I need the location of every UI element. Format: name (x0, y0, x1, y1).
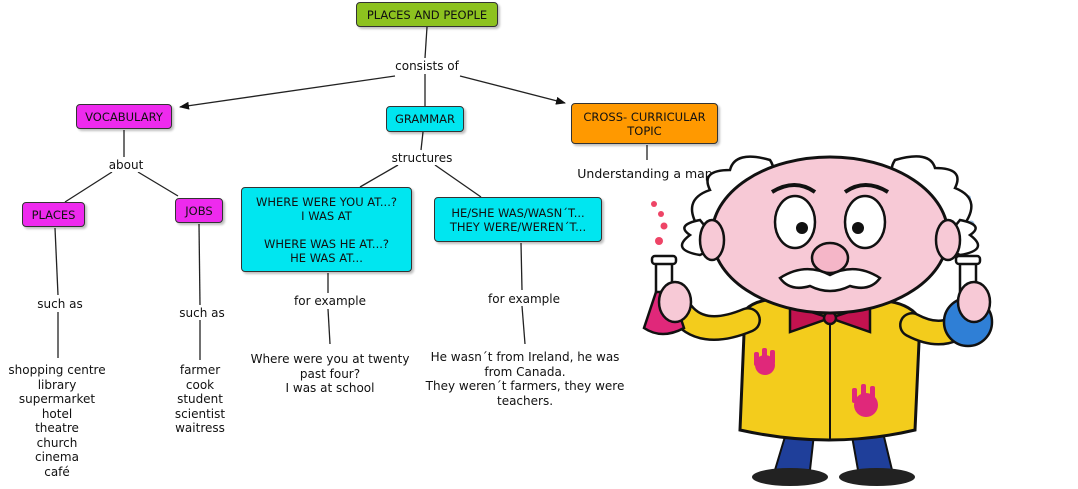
link-consists-of: consists of (390, 59, 464, 73)
jobs-list: farmer cook student scientist waitress (165, 363, 235, 436)
grammar-node[interactable]: GRAMMAR (386, 106, 464, 132)
line-places-suchas (55, 228, 58, 295)
places-node[interactable]: PLACES (22, 202, 85, 227)
line-structures-whereyou (360, 165, 398, 187)
arrow-to-vocabulary (180, 76, 395, 107)
jobs-node[interactable]: JOBS (175, 198, 223, 223)
root-node[interactable]: PLACES AND PEOPLE (356, 2, 498, 27)
cross-curricular-node[interactable]: CROSS- CURRICULAR TOPIC (571, 103, 718, 144)
line-jobs-suchas (199, 224, 200, 305)
link-for-example-2: for example (480, 292, 568, 306)
professor-illustration (620, 150, 1020, 489)
line-heshe-forexample (521, 243, 522, 290)
link-about: about (102, 158, 150, 172)
line-structures-heshe (435, 165, 481, 197)
arrow-to-cross (460, 76, 565, 103)
line-grammar-structures (421, 132, 423, 150)
vocabulary-node[interactable]: VOCABULARY (76, 104, 172, 129)
line-forexample-example2 (522, 306, 525, 344)
link-structures: structures (386, 151, 458, 165)
places-list: shopping centre library supermarket hote… (4, 363, 110, 479)
link-for-example-1: for example (286, 294, 374, 308)
example-1-text: Where were you at twenty past four? I wa… (243, 352, 417, 396)
link-such-as-jobs: such as (172, 306, 232, 320)
nose (812, 243, 848, 273)
line-forexample-example1 (328, 309, 330, 344)
line-about-jobs (138, 172, 178, 196)
he-she-was-node[interactable]: HE/SHE WAS/WASN´T... THEY WERE/WEREN´T..… (434, 197, 602, 242)
example-2-text: He wasn´t from Ireland, he was from Cana… (420, 350, 630, 408)
link-such-as-places: such as (30, 297, 90, 311)
line-root-consists (425, 27, 427, 58)
where-were-you-node[interactable]: WHERE WERE YOU AT...? I WAS AT WHERE WAS… (241, 187, 412, 272)
line-about-places (65, 172, 112, 202)
